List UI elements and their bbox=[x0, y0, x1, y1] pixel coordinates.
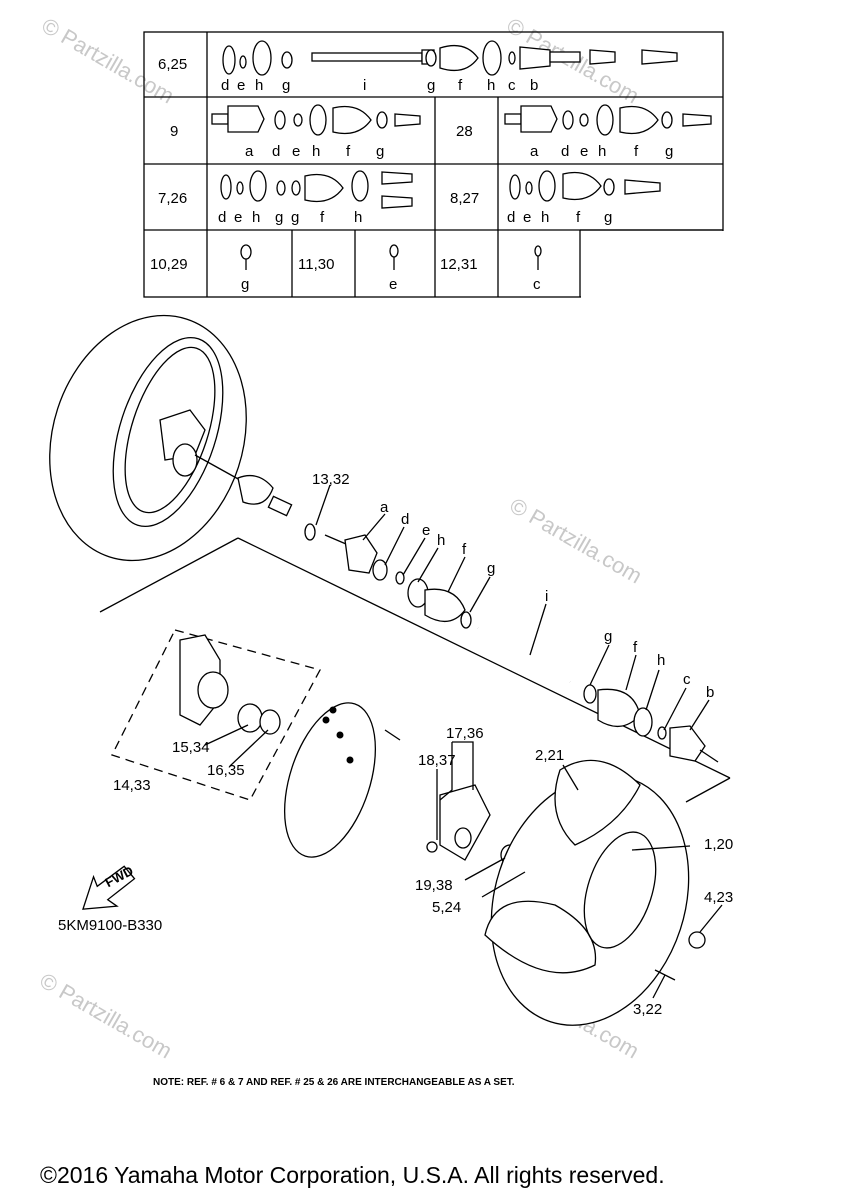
table-letter: g bbox=[241, 276, 249, 293]
table-letter: e bbox=[292, 143, 300, 160]
leader-lines bbox=[204, 484, 723, 999]
table-letter: f bbox=[634, 143, 639, 160]
table-row-ref: 7,26 bbox=[158, 190, 187, 207]
callout-label: h bbox=[437, 532, 445, 549]
callout-label: 19,38 bbox=[415, 877, 453, 894]
callout-label: b bbox=[706, 684, 714, 701]
table-letter: g bbox=[291, 209, 299, 226]
table-row-ref: 10,29 bbox=[150, 256, 188, 273]
row4-parts bbox=[240, 244, 542, 270]
interchange-note: NOTE: REF. # 6 & 7 AND REF. # 25 & 26 AR… bbox=[153, 1077, 515, 1088]
table-letter: e bbox=[389, 276, 397, 293]
callout-label: c bbox=[683, 671, 691, 688]
callout-label: 15,34 bbox=[172, 739, 210, 756]
drive-shaft-parts bbox=[304, 523, 719, 763]
parts-table: 6,25 9 28 7,26 8,27 10,29 11,30 12,31 d … bbox=[143, 31, 726, 301]
callout-label: a bbox=[380, 499, 389, 516]
row1-parts bbox=[222, 40, 678, 76]
callout-label: 14,33 bbox=[113, 777, 151, 794]
callout-label: 18,37 bbox=[418, 752, 456, 769]
table-letter: g bbox=[282, 77, 290, 94]
table-letter: f bbox=[458, 77, 463, 94]
table-row-ref: 28 bbox=[456, 123, 473, 140]
table-letter: i bbox=[363, 77, 366, 94]
table-letter: g bbox=[665, 143, 673, 160]
fwd-arrow-icon: FWD bbox=[82, 863, 136, 910]
table-letter: f bbox=[576, 209, 581, 226]
callout-label: 17,36 bbox=[446, 725, 484, 742]
table-letter: g bbox=[376, 143, 384, 160]
row2-left-parts bbox=[211, 104, 421, 136]
row2-right-parts bbox=[504, 104, 712, 136]
row3-right-parts bbox=[509, 170, 661, 202]
watermark: © Partzilla.com bbox=[506, 493, 647, 589]
table-row-ref: 6,25 bbox=[158, 56, 187, 73]
table-letter: c bbox=[533, 276, 541, 293]
callout-label: 3,22 bbox=[633, 1001, 662, 1018]
callout-label: g bbox=[604, 628, 612, 645]
table-letter: h bbox=[252, 209, 260, 226]
callout-label: e bbox=[422, 522, 430, 539]
table-row-ref: 12,31 bbox=[440, 256, 478, 273]
table-letter: a bbox=[530, 143, 539, 160]
table-letter: e bbox=[580, 143, 588, 160]
callout-label: 4,23 bbox=[704, 889, 733, 906]
front-wheel bbox=[49, 314, 293, 562]
watermark: © Partzilla.com bbox=[36, 968, 177, 1064]
table-letter: d bbox=[507, 209, 515, 226]
table-letter: d bbox=[272, 143, 280, 160]
table-letter: h bbox=[354, 209, 362, 226]
table-letter: d bbox=[221, 77, 229, 94]
table-letter: h bbox=[487, 77, 495, 94]
rear-wheel bbox=[484, 759, 706, 1026]
callout-label: 5,24 bbox=[432, 899, 461, 916]
table-letter: a bbox=[245, 143, 254, 160]
table-letter: e bbox=[237, 77, 245, 94]
callout-label: f bbox=[462, 541, 467, 558]
table-row-ref: 11,30 bbox=[298, 256, 334, 273]
table-letter: g bbox=[275, 209, 283, 226]
table-letter: h bbox=[541, 209, 549, 226]
assembly-outline bbox=[99, 537, 731, 803]
callouts: 13,32 a d e h f g i g f h c b 17,36 18,3… bbox=[113, 471, 733, 1018]
table-letter: h bbox=[255, 77, 263, 94]
table-letter: e bbox=[523, 209, 531, 226]
copyright: ©2016 Yamaha Motor Corporation, U.S.A. A… bbox=[40, 1162, 665, 1188]
callout-label: f bbox=[633, 639, 638, 656]
callout-label: i bbox=[545, 588, 548, 605]
knuckle bbox=[179, 634, 281, 735]
table-letter: g bbox=[427, 77, 435, 94]
callout-label: 16,35 bbox=[207, 762, 245, 779]
table-letter: f bbox=[346, 143, 351, 160]
table-letter: d bbox=[561, 143, 569, 160]
table-letter: h bbox=[598, 143, 606, 160]
table-letter: b bbox=[530, 77, 538, 94]
row3-left-parts bbox=[220, 170, 413, 209]
row2-left-letters: a d e h f g bbox=[245, 143, 384, 160]
callout-label: 13,32 bbox=[312, 471, 350, 488]
table-letter: f bbox=[320, 209, 325, 226]
callout-label: g bbox=[487, 560, 495, 577]
callout-label: d bbox=[401, 511, 409, 528]
table-letter: c bbox=[508, 77, 516, 94]
row3-right-letters: d e h f g bbox=[507, 209, 612, 226]
callout-label: 1,20 bbox=[704, 836, 733, 853]
callout-label: 2,21 bbox=[535, 747, 564, 764]
table-letter: d bbox=[218, 209, 226, 226]
row3-left-letters: d e h g g f h bbox=[218, 209, 362, 226]
brake-disc bbox=[283, 702, 401, 858]
table-letter: g bbox=[604, 209, 612, 226]
table-letter: h bbox=[312, 143, 320, 160]
row1-letters: d e h g i g f h c b bbox=[221, 77, 538, 94]
row2-right-letters: a d e h f g bbox=[530, 143, 673, 160]
callout-label: h bbox=[657, 652, 665, 669]
diagram-code: 5KM9100-B330 bbox=[58, 917, 162, 934]
table-row-ref: 8,27 bbox=[450, 190, 479, 207]
table-row-ref: 9 bbox=[170, 123, 178, 140]
table-letter: e bbox=[234, 209, 242, 226]
